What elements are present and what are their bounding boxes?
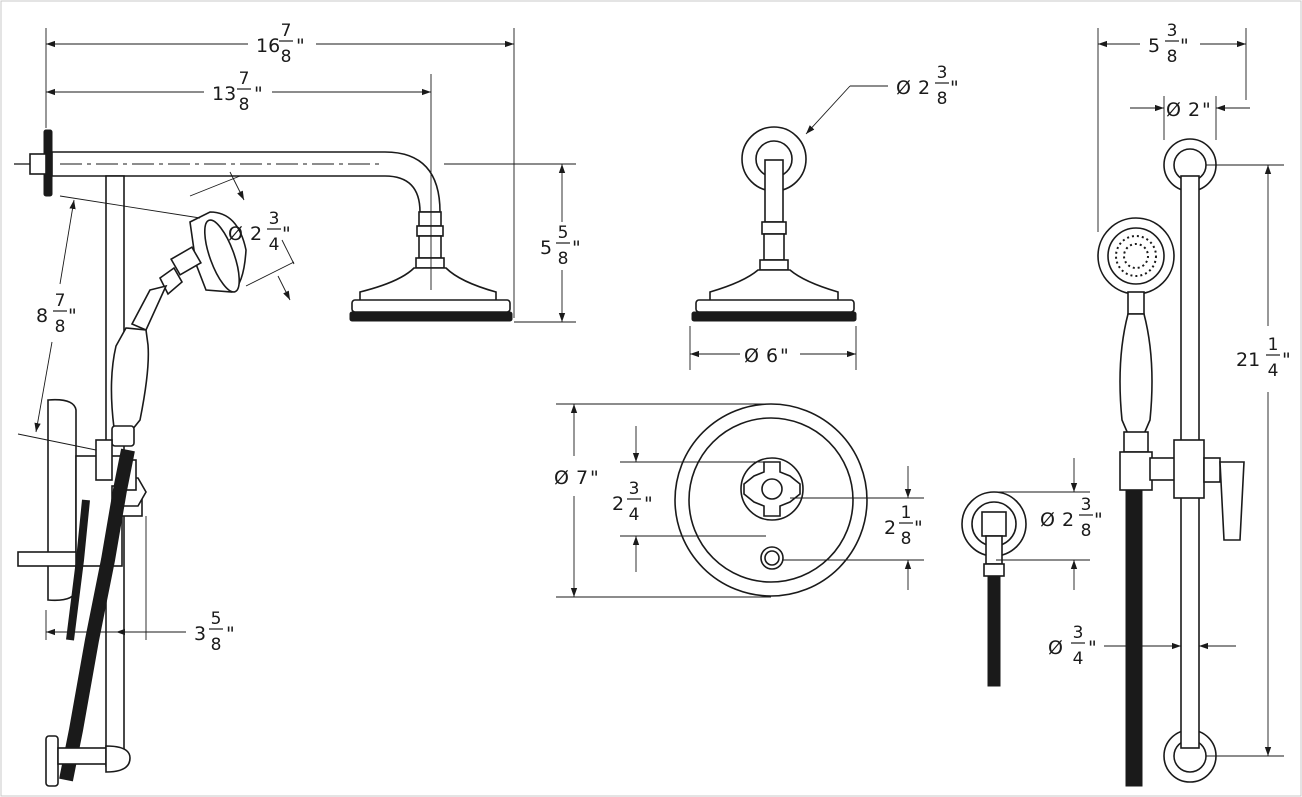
handshower-dia-den: 4 (269, 235, 280, 255)
dim-outlet-dia: Ø 2 3 8 " (1040, 495, 1103, 541)
handshower-dia-whole: 2 (250, 223, 262, 245)
handshower-dia-sym: Ø (228, 223, 243, 245)
dim-trim-dia: Ø 7 " (554, 467, 599, 489)
outlet-dia-sym: Ø (1040, 509, 1055, 531)
handshower-dia-num: 3 (269, 209, 280, 229)
overall-length-whole: 16 (256, 35, 280, 57)
arm-length-num: 7 (239, 69, 250, 89)
rail-length-whole: 21 (1236, 349, 1260, 371)
rail-offset-unit: " (1180, 35, 1189, 57)
arm-length-whole: 13 (212, 83, 236, 105)
outlet-dia-whole: 2 (1062, 509, 1074, 531)
head-dia-value: 6 (766, 345, 778, 367)
rail-head-dia-unit: " (1202, 99, 1211, 121)
rail-length-num: 1 (1268, 335, 1279, 355)
trim-dia-unit: " (590, 467, 599, 489)
rail-head-dia-sym: Ø (1166, 99, 1181, 121)
dim-center-to-diverter: 2 1 8 " (884, 503, 923, 549)
diverter-whole: 2 (884, 517, 896, 539)
dim-hose-length: 8 7 8 " (36, 291, 77, 337)
dim-rail-offset: 5 3 8 " (1148, 21, 1189, 67)
dimension-lines (17, 28, 1284, 757)
front-view-supply-elbow (961, 491, 1027, 687)
diverter-num: 1 (901, 503, 912, 523)
handle-center-den: 4 (629, 505, 640, 525)
rail-length-unit: " (1282, 349, 1291, 371)
trim-dia-sym: Ø (554, 467, 569, 489)
outlet-dia-den: 8 (1081, 521, 1092, 541)
head-dia-unit: " (780, 345, 789, 367)
dim-overall-length: 16 7 8 " (256, 21, 305, 67)
rail-dia-unit: " (1088, 637, 1097, 659)
dim-flange-dia: Ø 2 3 8 " (896, 63, 959, 109)
head-drop-whole: 5 (540, 237, 552, 259)
rail-offset-den: 8 (1167, 47, 1178, 67)
dim-valve-depth: 3 5 8 " (194, 609, 235, 655)
valve-depth-num: 5 (211, 609, 222, 629)
head-drop-unit: " (572, 237, 581, 259)
rail-offset-whole: 5 (1148, 35, 1160, 57)
dim-arm-length: 13 7 8 " (212, 69, 263, 115)
arm-length-den: 8 (239, 95, 250, 115)
hose-length-den: 8 (55, 317, 66, 337)
rail-length-den: 4 (1268, 361, 1279, 381)
dim-head-dia: Ø 6 " (744, 345, 789, 367)
arm-length-unit: " (254, 83, 263, 105)
overall-length-den: 8 (281, 47, 292, 67)
handle-center-whole: 2 (612, 493, 624, 515)
outlet-dia-num: 3 (1081, 495, 1092, 515)
side-view (14, 129, 513, 787)
flange-dia-whole: 2 (918, 77, 930, 99)
head-drop-num: 5 (558, 223, 569, 243)
front-view-head (691, 126, 857, 322)
flange-dia-den: 8 (937, 89, 948, 109)
rail-offset-num: 3 (1167, 21, 1178, 41)
dim-handshower-dia: Ø 2 3 4 " (228, 209, 291, 255)
dim-rail-dia: Ø 3 4 " (1048, 623, 1097, 669)
rail-dia-den: 4 (1073, 649, 1084, 669)
dim-rail-head-dia: Ø 2 " (1166, 99, 1211, 121)
dim-head-drop: 5 5 8 " (540, 223, 581, 269)
head-drop-den: 8 (558, 249, 569, 269)
valve-depth-den: 8 (211, 635, 222, 655)
overall-length-num: 7 (281, 21, 292, 41)
outlet-dia-unit: " (1094, 509, 1103, 531)
flange-dia-unit: " (950, 77, 959, 99)
diverter-den: 8 (901, 529, 912, 549)
dim-handle-to-center: 2 3 4 " (612, 479, 653, 525)
rail-dia-sym: Ø (1048, 637, 1063, 659)
valve-depth-whole: 3 (194, 623, 206, 645)
flange-dia-num: 3 (937, 63, 948, 83)
valve-depth-unit: " (226, 623, 235, 645)
handle-center-unit: " (644, 493, 653, 515)
rail-dia-num: 3 (1073, 623, 1084, 643)
head-dia-sym: Ø (744, 345, 759, 367)
rail-head-dia-value: 2 (1188, 99, 1200, 121)
handshower-dia-unit: " (282, 223, 291, 245)
hose-length-num: 7 (55, 291, 66, 311)
hose-length-unit: " (68, 305, 77, 327)
trim-dia-value: 7 (576, 467, 588, 489)
dim-rail-length: 21 1 4 " (1236, 335, 1291, 381)
overall-length-unit: " (296, 35, 305, 57)
slide-bar-view (1097, 138, 1245, 787)
flange-dia-sym: Ø (896, 77, 911, 99)
handle-center-num: 3 (629, 479, 640, 499)
front-view-trim-plate (674, 403, 868, 597)
hose-length-whole: 8 (36, 305, 48, 327)
diverter-unit: " (914, 517, 923, 539)
